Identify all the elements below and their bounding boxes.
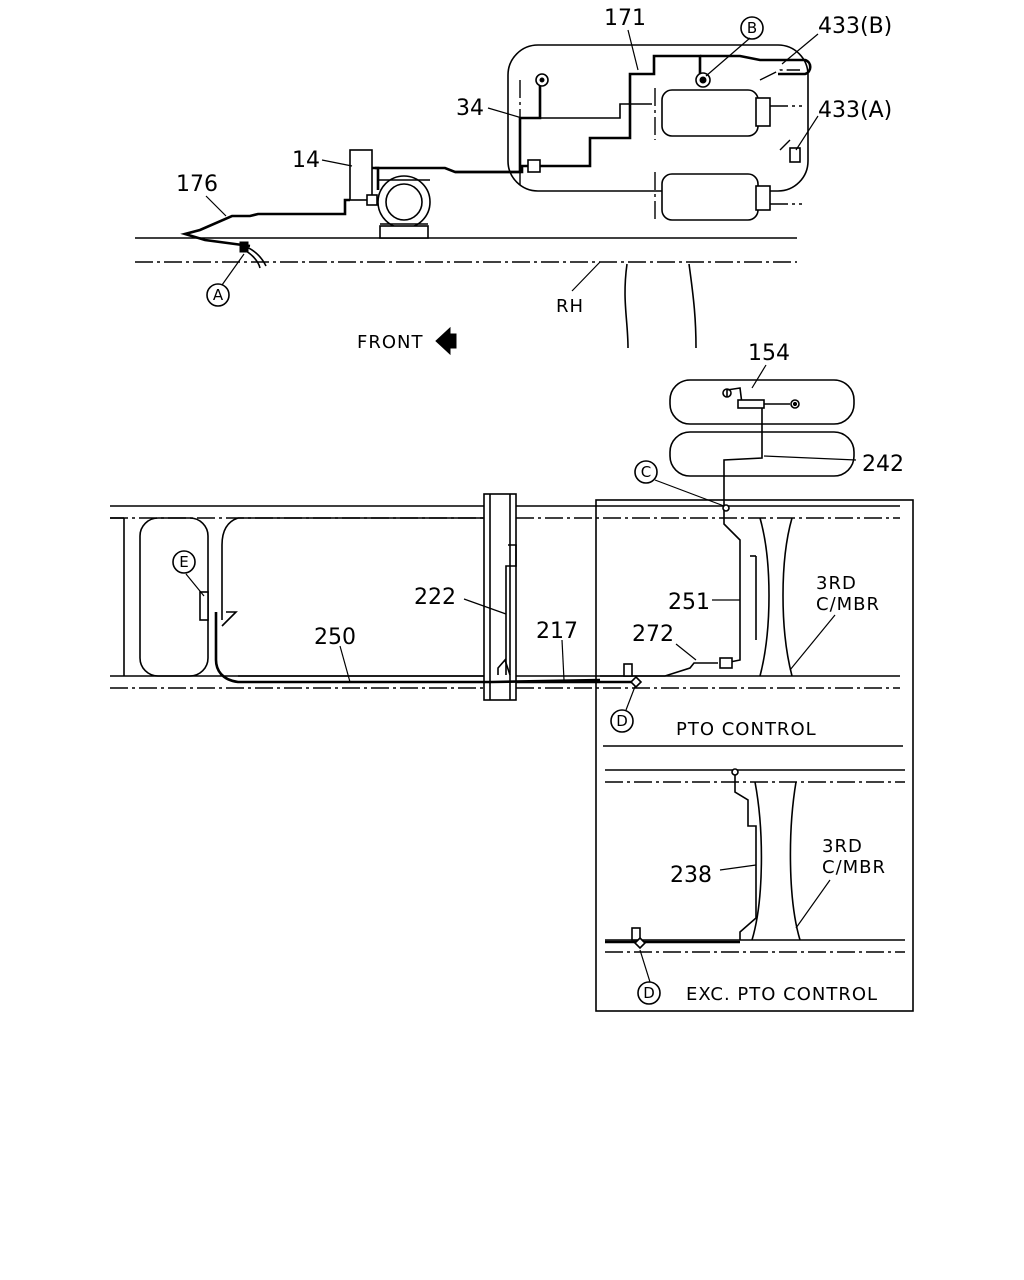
callout-176: 176 (176, 172, 218, 197)
component-14 (349, 149, 431, 239)
exc-pto-control-label: EXC. PTO CONTROL (686, 984, 878, 1005)
harness-176 (180, 198, 350, 269)
third-cmbr-lower-line2: C/MBR (822, 857, 886, 878)
harness-251 (600, 387, 790, 677)
top-frame-rail (135, 237, 797, 349)
exc-pto-section (605, 768, 905, 953)
callout-217: 217 (536, 619, 578, 644)
circle-a-label: A (213, 286, 224, 304)
callout-154: 154 (748, 341, 790, 366)
callout-433b: 433(B) (818, 14, 892, 39)
circle-b: B (740, 16, 764, 40)
circle-c-label: C (641, 463, 651, 481)
leader-lines (185, 29, 857, 983)
circle-d-exc: D (637, 981, 661, 1005)
circle-d-exc-label: D (643, 984, 655, 1002)
circle-c: C (634, 460, 658, 484)
connector-d-markers (629, 675, 647, 950)
pto-box (595, 499, 914, 1012)
third-cmbr-lower-line1: 3RD (822, 836, 863, 857)
air-tanks-top (507, 44, 809, 222)
circle-e: E (172, 550, 196, 574)
circle-e-label: E (179, 553, 188, 571)
callout-272: 272 (632, 622, 674, 647)
callout-242: 242 (862, 452, 904, 477)
circle-a: A (206, 283, 230, 307)
callout-171: 171 (604, 6, 646, 31)
circle-d-pto: D (610, 709, 634, 733)
harness-250 (199, 544, 634, 684)
callout-251: 251 (668, 590, 710, 615)
callout-34: 34 (456, 96, 484, 121)
callout-238: 238 (670, 863, 712, 888)
callout-222: 222 (414, 585, 456, 610)
third-cmbr-upper-line1: 3RD (816, 573, 857, 594)
callout-250: 250 (314, 625, 356, 650)
cross-post (483, 493, 517, 701)
callout-433a: 433(A) (818, 98, 892, 123)
callout-14: 14 (292, 148, 320, 173)
front-label: FRONT (357, 332, 424, 353)
circle-d-pto-label: D (616, 712, 628, 730)
cross-member-upper (759, 517, 793, 677)
third-cmbr-upper-line2: C/MBR (816, 594, 880, 615)
harness-171 (375, 54, 812, 174)
rh-label: RH (556, 296, 584, 317)
front-arrow (435, 326, 457, 356)
circle-b-label: B (747, 19, 757, 37)
pto-control-label: PTO CONTROL (676, 719, 817, 740)
